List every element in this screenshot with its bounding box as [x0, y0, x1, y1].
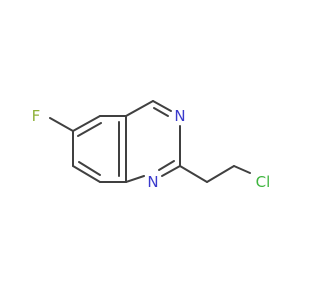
bond-c6-f: [49, 117, 74, 132]
bond-c2-n1: [161, 165, 181, 177]
bond-c7-c8-double: [78, 161, 101, 176]
bond-c4-n3-double: [153, 107, 169, 117]
bond-c2-ch2: [179, 165, 208, 183]
quinazoline-structure-diagram: F N N Cl: [32, 100, 271, 191]
bond-ch2-ch2: [206, 165, 235, 183]
nitrogen-atom-label-n3: N: [174, 107, 185, 125]
nitrogen-atom-label-n1: N: [147, 173, 158, 191]
fluorine-atom-label: F: [32, 107, 41, 125]
bond-c5-c6: [72, 115, 101, 132]
substituents: [49, 117, 251, 183]
bond-n1-c8a: [125, 175, 145, 183]
bond-c2-n1-double: [158, 160, 175, 171]
benzo-ring: [72, 115, 127, 183]
bond-ch2-cl: [233, 165, 251, 174]
bond-c5-c6-double: [77, 122, 102, 137]
structure-canvas: F N N Cl: [31, 100, 271, 191]
pyrimidine-ring: [125, 100, 181, 183]
bond-c7-c8: [72, 165, 101, 183]
bond-c4a-c4: [125, 100, 154, 117]
chlorine-atom-label: Cl: [256, 173, 271, 191]
bond-c4-n3: [152, 100, 172, 112]
